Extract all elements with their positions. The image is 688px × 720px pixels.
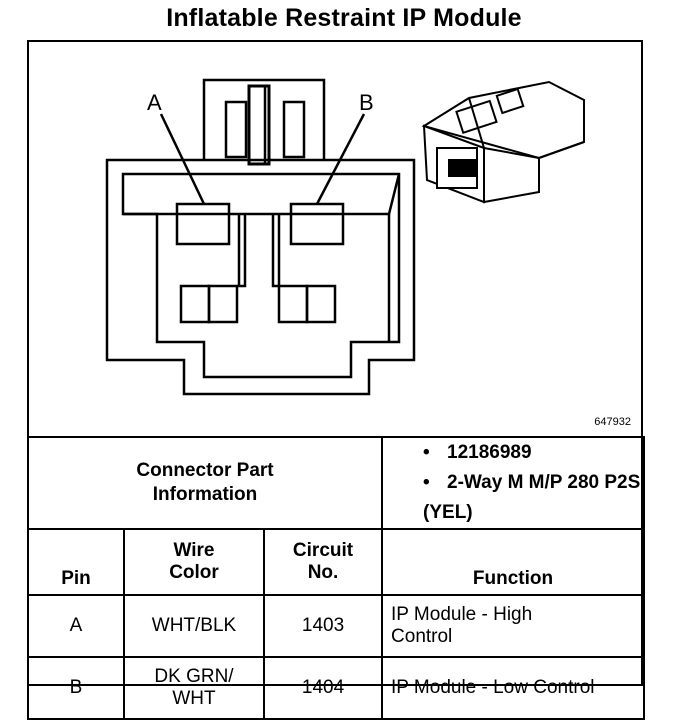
- terminal-a-lower-right: [207, 284, 239, 324]
- header-pin: Pin: [27, 528, 125, 596]
- table-row: B DK GRN/ WHT 1404 IP Module - Low Contr…: [27, 656, 646, 720]
- pin-cell: A: [27, 594, 125, 658]
- connector-3d-view: [421, 80, 585, 204]
- connector-top-tab: [202, 78, 326, 160]
- part-info-label: Connector Part Information: [26, 436, 384, 530]
- pin-cell: B: [27, 656, 125, 720]
- pin-label-a: A: [147, 90, 162, 115]
- pinout-table: Connector Part Information •12186989 •2-…: [26, 436, 646, 720]
- part-description: •2-Way M M/P 280 P2S (YEL): [423, 472, 641, 523]
- connector-inner-cavity: [121, 172, 401, 379]
- header-wire-color: Wire Color: [123, 528, 265, 596]
- wire-color-cell: WHT/BLK: [123, 594, 265, 658]
- connector-face-diagram: A B: [105, 78, 585, 396]
- leader-line-b: [315, 113, 366, 205]
- terminal-b: [289, 202, 345, 246]
- terminal-b-lower-left: [277, 284, 309, 324]
- page-title: Inflatable Restraint IP Module: [166, 4, 522, 32]
- function-cell: IP Module - High Control: [381, 594, 646, 658]
- latch-left-slot: [224, 100, 248, 159]
- terminal-a: [175, 202, 231, 246]
- header-function: Function: [381, 528, 646, 596]
- center-divider: [237, 214, 247, 288]
- pin-label-b: B: [359, 90, 374, 115]
- latch-right-slot: [282, 100, 306, 159]
- terminal-a-lower-left: [179, 284, 211, 324]
- table-header-row: Pin Wire Color Circuit No. Function: [27, 528, 646, 596]
- table-row: A WHT/BLK 1403 IP Module - High Control: [27, 594, 646, 658]
- function-cell: IP Module - Low Control: [381, 656, 646, 720]
- part-number: •12186989: [423, 442, 532, 463]
- figure-number: 647932: [594, 416, 631, 428]
- header-circuit-no: Circuit No.: [262, 528, 384, 596]
- latch-center: [247, 84, 271, 166]
- connector-frame: A B 647932 Connector Part Information •1…: [26, 40, 646, 720]
- part-info-row: Connector Part Information •12186989 •2-…: [26, 436, 646, 530]
- terminal-b-lower-right: [305, 284, 337, 324]
- circuit-cell: 1403: [262, 594, 384, 658]
- wire-color-cell: DK GRN/ WHT: [123, 656, 265, 720]
- connector-outer-body: [105, 158, 416, 396]
- circuit-cell: 1404: [262, 656, 384, 720]
- leader-line-a: [159, 113, 206, 205]
- part-info-values: •12186989 •2-Way M M/P 280 P2S (YEL): [381, 436, 646, 530]
